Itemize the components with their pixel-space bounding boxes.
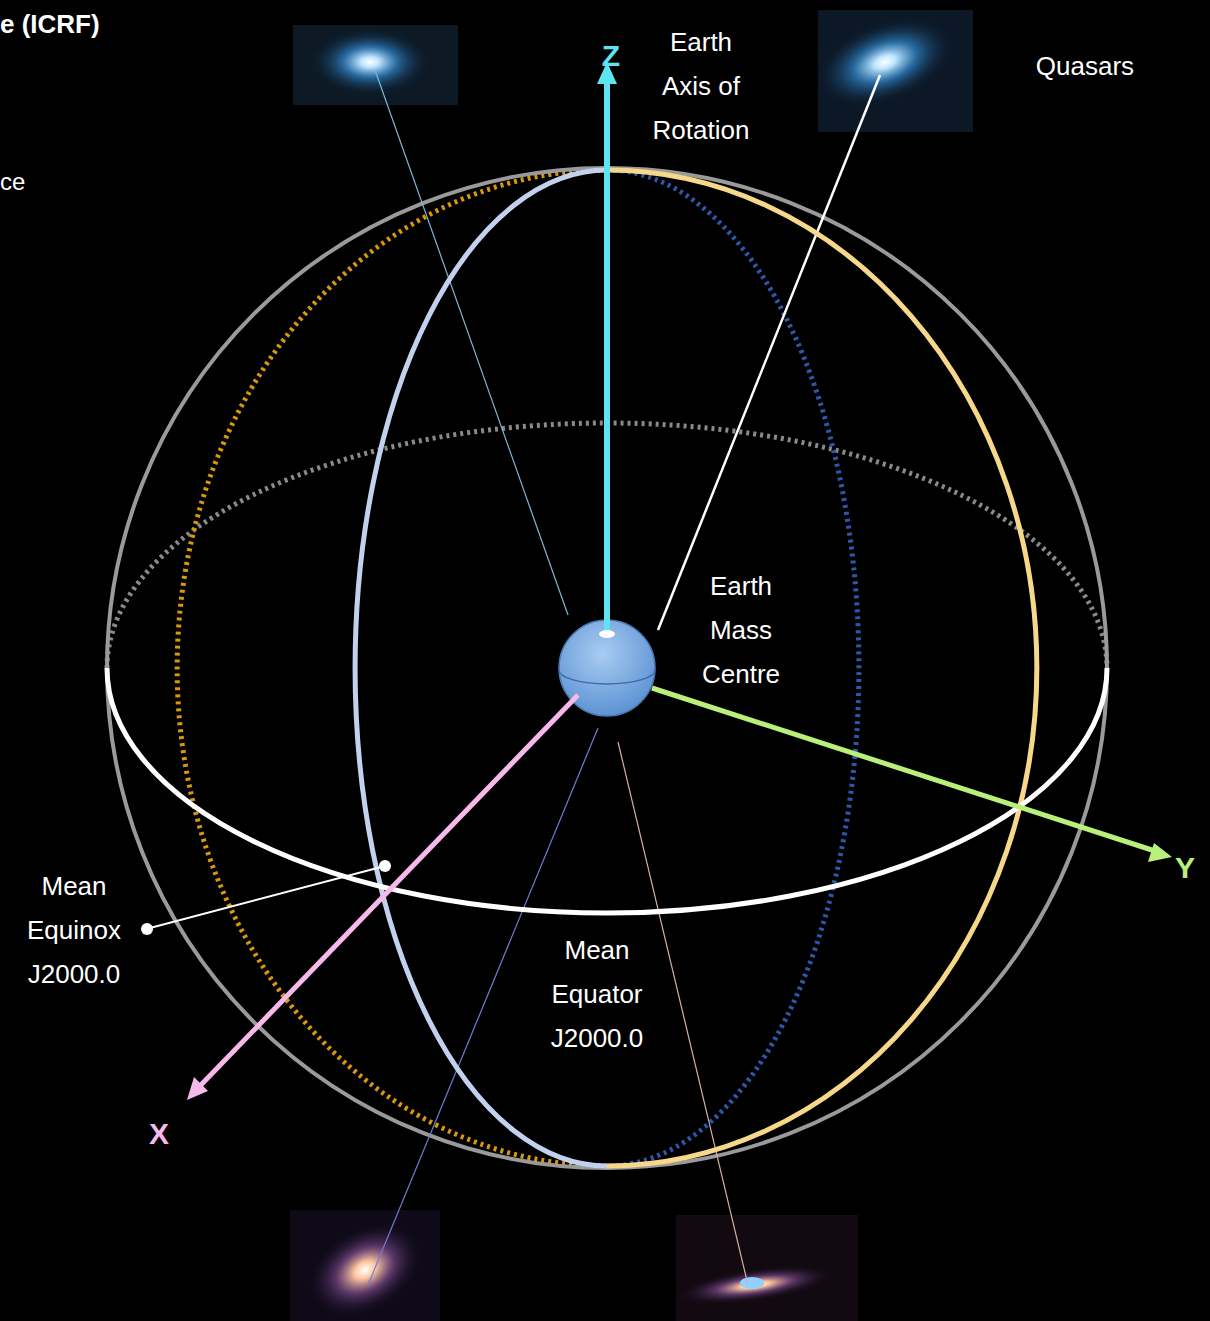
axis-label: Y bbox=[1170, 848, 1200, 888]
z-axis bbox=[604, 80, 610, 634]
earth-label: Earth Mass Centre bbox=[685, 564, 797, 696]
axis-label: X bbox=[144, 1114, 174, 1154]
arrowhead bbox=[187, 1077, 208, 1100]
sight-line bbox=[375, 70, 568, 615]
leader-dot bbox=[141, 923, 153, 935]
arrowhead bbox=[1148, 843, 1172, 862]
sight-line bbox=[618, 742, 748, 1285]
quasar-image bbox=[676, 1215, 858, 1321]
leader-line bbox=[150, 866, 385, 928]
axis-label: Z bbox=[596, 36, 626, 76]
text-fragment: ce bbox=[0, 164, 25, 200]
sight-line bbox=[658, 75, 880, 630]
meridian-back bbox=[177, 170, 607, 1166]
pole-mark bbox=[599, 630, 615, 638]
earth-equator bbox=[559, 670, 655, 684]
quasar-image bbox=[293, 25, 458, 105]
y-axis bbox=[652, 688, 1155, 851]
x-axis bbox=[198, 695, 578, 1088]
equinox-label: Mean Equinox J2000.0 bbox=[18, 864, 130, 996]
axis-caption: Earth Axis of Rotation bbox=[645, 20, 757, 152]
quasar-image bbox=[804, 0, 973, 132]
quasar-image bbox=[290, 1203, 440, 1321]
equator-label: Mean Equator J2000.0 bbox=[541, 928, 653, 1060]
meridian-front bbox=[607, 170, 1037, 1166]
quasar-label: Quasars bbox=[1030, 44, 1140, 88]
title-fragment: e (ICRF) bbox=[0, 6, 100, 42]
